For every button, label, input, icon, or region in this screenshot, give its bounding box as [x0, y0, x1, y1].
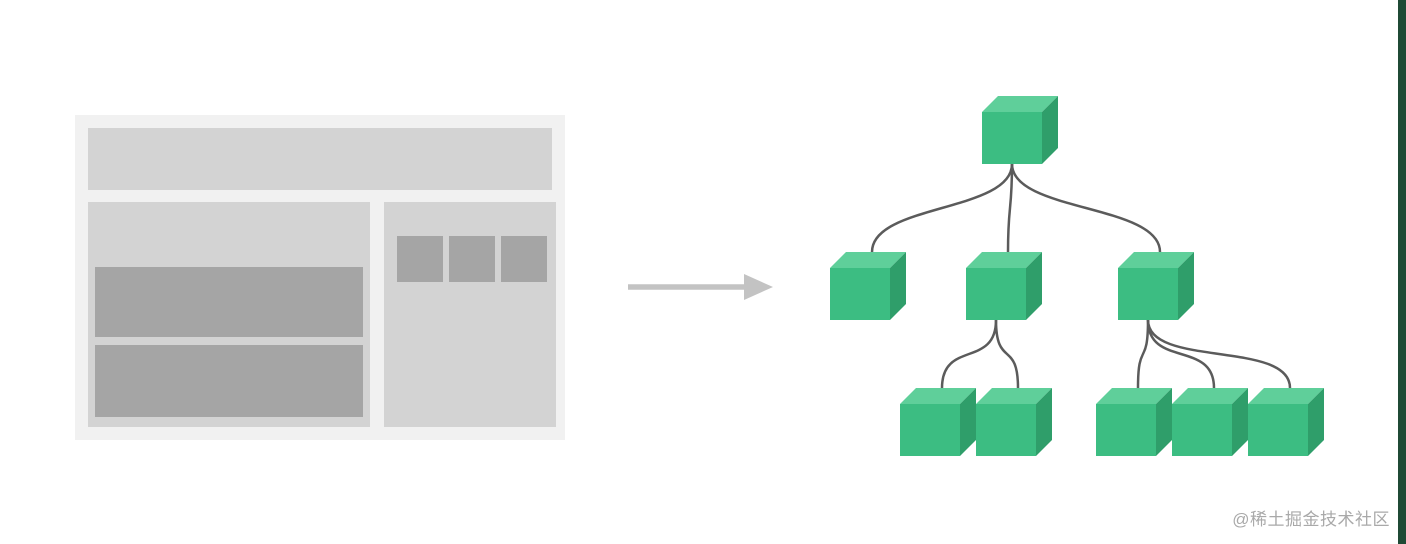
watermark: @稀土掘金技术社区	[1232, 510, 1390, 529]
cube-front-face	[966, 268, 1026, 320]
arrow-head-icon	[744, 274, 773, 300]
cube-top-face	[900, 388, 976, 404]
cube-side-face	[1232, 388, 1248, 456]
cube-top-face	[976, 388, 1052, 404]
dom-node-cube-child-2-1	[900, 388, 976, 456]
dom-node-cube-child-1	[830, 252, 906, 320]
dom-node-cube-child-3-1	[1096, 388, 1172, 456]
wireframe-header-block	[88, 128, 552, 190]
cube-side-face	[1178, 252, 1194, 320]
cube-side-face	[1036, 388, 1052, 456]
wireframe-text-bar	[95, 267, 363, 337]
wireframe-sidebar-block	[384, 202, 556, 427]
wireframe-square	[501, 236, 547, 282]
transform-arrow	[628, 274, 773, 300]
webpage-wireframe	[75, 115, 565, 440]
cube-front-face	[1248, 404, 1308, 456]
wireframe-text-bar	[95, 345, 363, 417]
cube-side-face	[1156, 388, 1172, 456]
tree-connector	[870, 162, 1014, 254]
tree-connector	[1006, 162, 1014, 254]
tree-connector	[1146, 318, 1292, 390]
tree-connector	[940, 318, 998, 390]
cube-top-face	[1248, 388, 1324, 404]
cube-front-face	[1096, 404, 1156, 456]
cube-side-face	[1042, 96, 1058, 164]
cube-side-face	[1026, 252, 1042, 320]
dom-node-cube-child-3	[1118, 252, 1194, 320]
dom-node-cube-child-3-2	[1172, 388, 1248, 456]
dom-node-cube-child-2-2	[976, 388, 1052, 456]
dom-node-cube-root	[982, 96, 1058, 164]
cube-front-face	[830, 268, 890, 320]
wireframe-square	[397, 236, 443, 282]
tree-connector	[994, 318, 1020, 390]
cube-top-face	[830, 252, 906, 268]
tree-connector	[1136, 318, 1150, 390]
dom-node-cube-child-3-3	[1248, 388, 1324, 456]
cube-top-face	[982, 96, 1058, 112]
cube-top-face	[1172, 388, 1248, 404]
cube-top-face	[966, 252, 1042, 268]
cube-side-face	[890, 252, 906, 320]
cube-top-face	[1118, 252, 1194, 268]
dom-node-cube-child-2	[966, 252, 1042, 320]
cube-front-face	[976, 404, 1036, 456]
tree-connector	[1146, 318, 1216, 390]
wireframe-square	[449, 236, 495, 282]
right-edge-bar	[1398, 0, 1406, 544]
cube-side-face	[960, 388, 976, 456]
cube-front-face	[1118, 268, 1178, 320]
tree-connector	[1010, 162, 1162, 254]
cube-front-face	[1172, 404, 1232, 456]
cube-front-face	[982, 112, 1042, 164]
cube-side-face	[1308, 388, 1324, 456]
wireframe-content-block	[88, 202, 370, 427]
cube-top-face	[1096, 388, 1172, 404]
cube-front-face	[900, 404, 960, 456]
